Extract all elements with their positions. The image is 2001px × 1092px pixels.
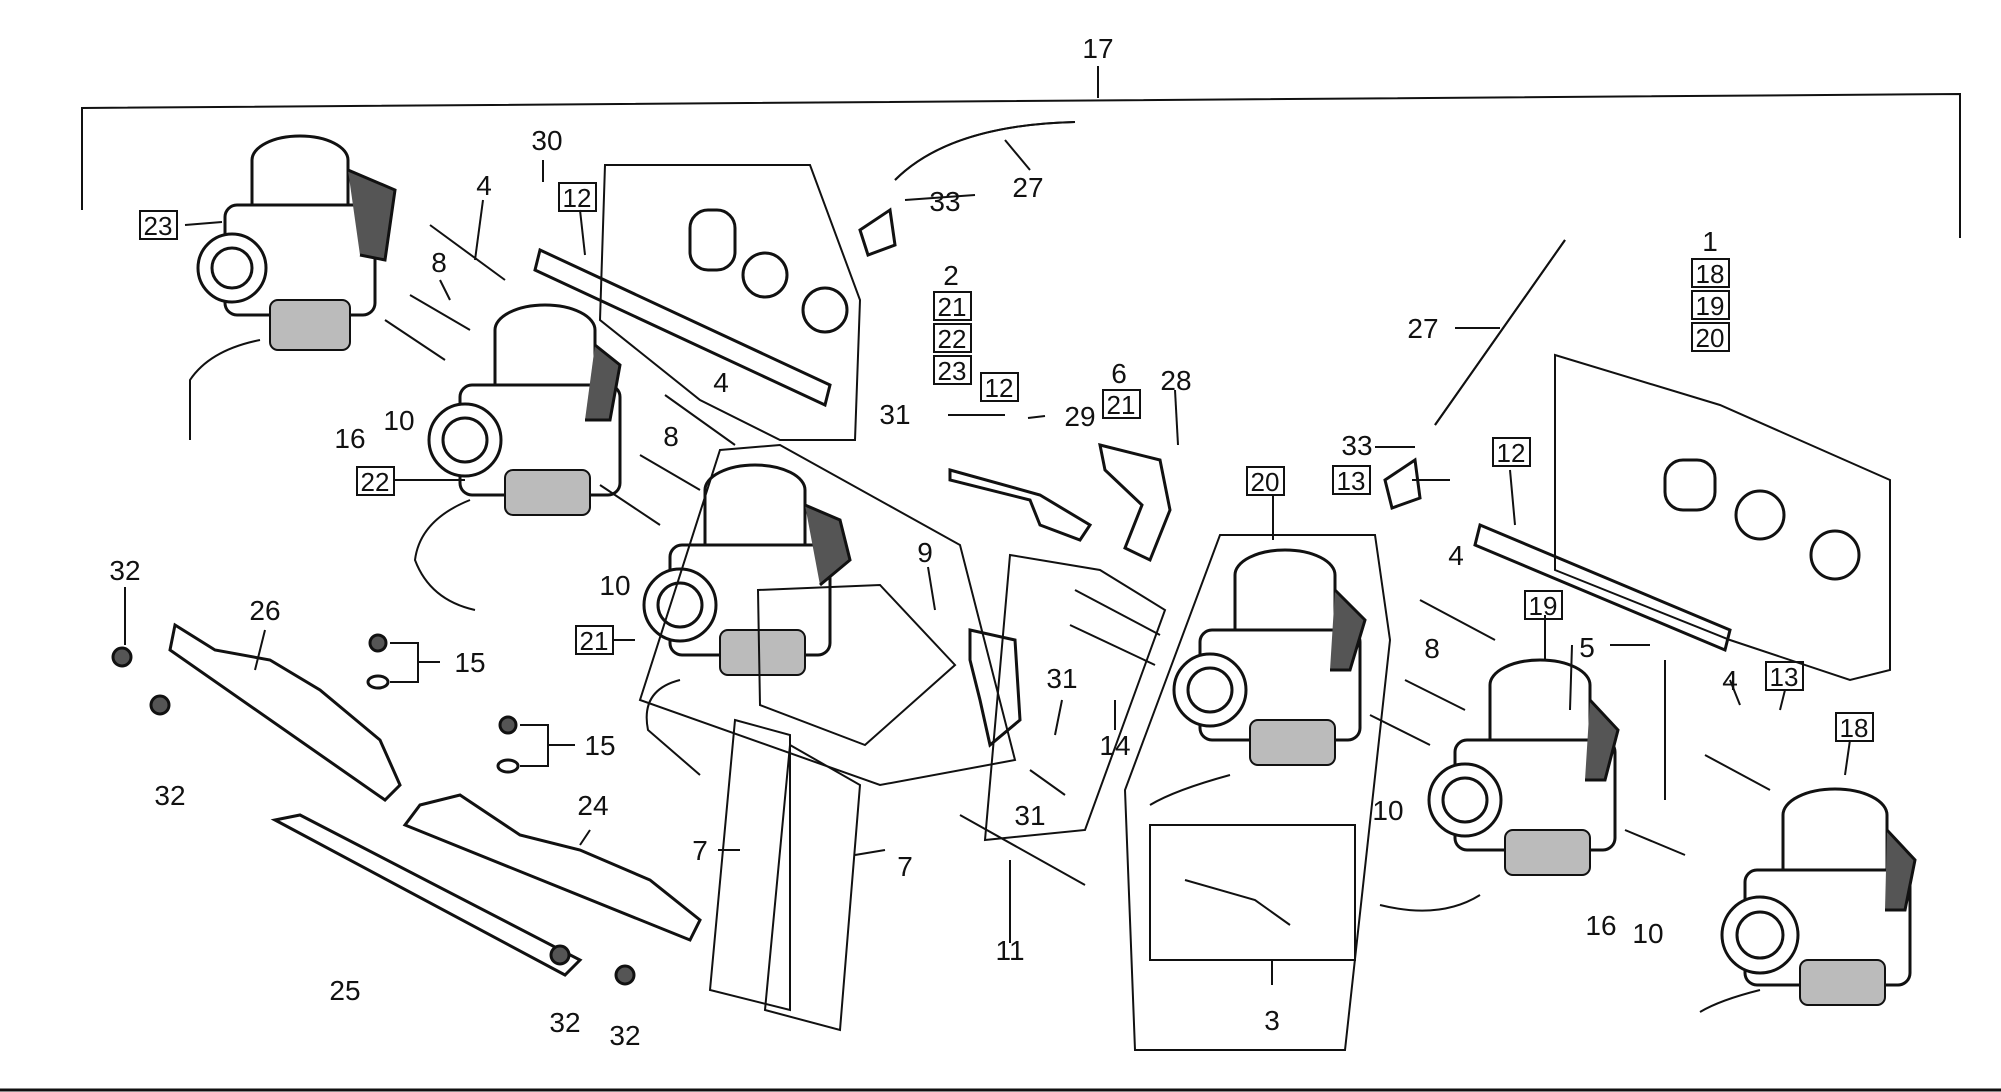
carburetor-23 [189,134,397,440]
callout-21-boxed: 21 [1107,390,1136,420]
callout-23-boxed: 23 [144,211,173,241]
carburetor-22 [413,303,622,611]
callout-10: 10 [383,405,414,436]
callout-4: 4 [476,170,492,201]
callout-13-boxed: 13 [1770,662,1799,692]
callout-16: 16 [334,423,365,454]
callout-33: 33 [929,186,960,217]
callout-20-boxed: 20 [1251,467,1280,497]
callout-24: 24 [577,790,608,821]
carburetor-20 [1149,548,1367,806]
callout-10: 10 [1632,918,1663,949]
callout-12-boxed: 12 [985,373,1014,403]
boxed-label-frames [139,182,1874,742]
callout-8: 8 [663,421,679,452]
callout-7: 7 [692,835,708,866]
callout-4: 4 [1722,665,1738,696]
callout-15: 15 [584,730,615,761]
callout-32: 32 [109,555,140,586]
callout-8: 8 [1424,633,1440,664]
callout-32: 32 [609,1020,640,1051]
callout-19-boxed: 19 [1696,291,1725,321]
callout-5: 5 [1579,632,1595,663]
callout-2: 2 [943,260,959,291]
callout-29: 29 [1064,401,1095,432]
callout-4: 4 [1448,540,1464,571]
callout-31: 31 [1014,800,1045,831]
callout-20-boxed: 20 [1696,323,1725,353]
callout-32: 32 [154,780,185,811]
leader-lines [124,139,1851,985]
callout-15: 15 [454,647,485,678]
carburetor-21 [642,463,852,776]
callout-30: 30 [531,125,562,156]
callout-25: 25 [329,975,360,1006]
callout-21-boxed: 21 [938,292,967,322]
callout-3: 3 [1264,1005,1280,1036]
callout-17: 17 [1082,33,1113,64]
callout-16: 16 [1585,910,1616,941]
callout-6: 6 [1111,358,1127,389]
callout-4: 4 [713,367,729,398]
carburetor-18 [1699,787,1917,1013]
callout-21-boxed: 21 [580,626,609,656]
callout-labels: 17 23 30 4 12 33 27 8 2 21 22 23 4 16 10… [109,33,1868,1051]
callout-23-boxed: 23 [938,356,967,386]
callout-7: 7 [897,851,913,882]
callout-19-boxed: 19 [1529,591,1558,621]
callout-27: 27 [1012,172,1043,203]
callout-11: 11 [995,935,1024,966]
callout-27: 27 [1407,313,1438,344]
callout-28: 28 [1160,365,1191,396]
callout-13-boxed: 13 [1337,466,1366,496]
callout-31: 31 [1046,663,1077,694]
callout-10: 10 [1372,795,1403,826]
callout-9: 9 [917,537,933,568]
callout-26: 26 [249,595,280,626]
misc-parts [111,121,1891,1051]
callout-22-boxed: 22 [361,467,390,497]
callout-8: 8 [431,247,447,278]
callout-12-boxed: 12 [563,183,592,213]
callout-18-boxed: 18 [1840,713,1869,743]
callout-33: 33 [1341,430,1372,461]
callout-18-boxed: 18 [1696,259,1725,289]
callout-22-boxed: 22 [938,324,967,354]
callout-1: 1 [1702,226,1718,257]
callout-10: 10 [599,570,630,601]
callout-32: 32 [549,1007,580,1038]
callout-14: 14 [1099,730,1130,761]
carburetor-19 [1379,658,1620,912]
callout-12-boxed: 12 [1497,438,1526,468]
assembly-bracket [81,66,1961,238]
callout-31: 31 [879,399,910,430]
